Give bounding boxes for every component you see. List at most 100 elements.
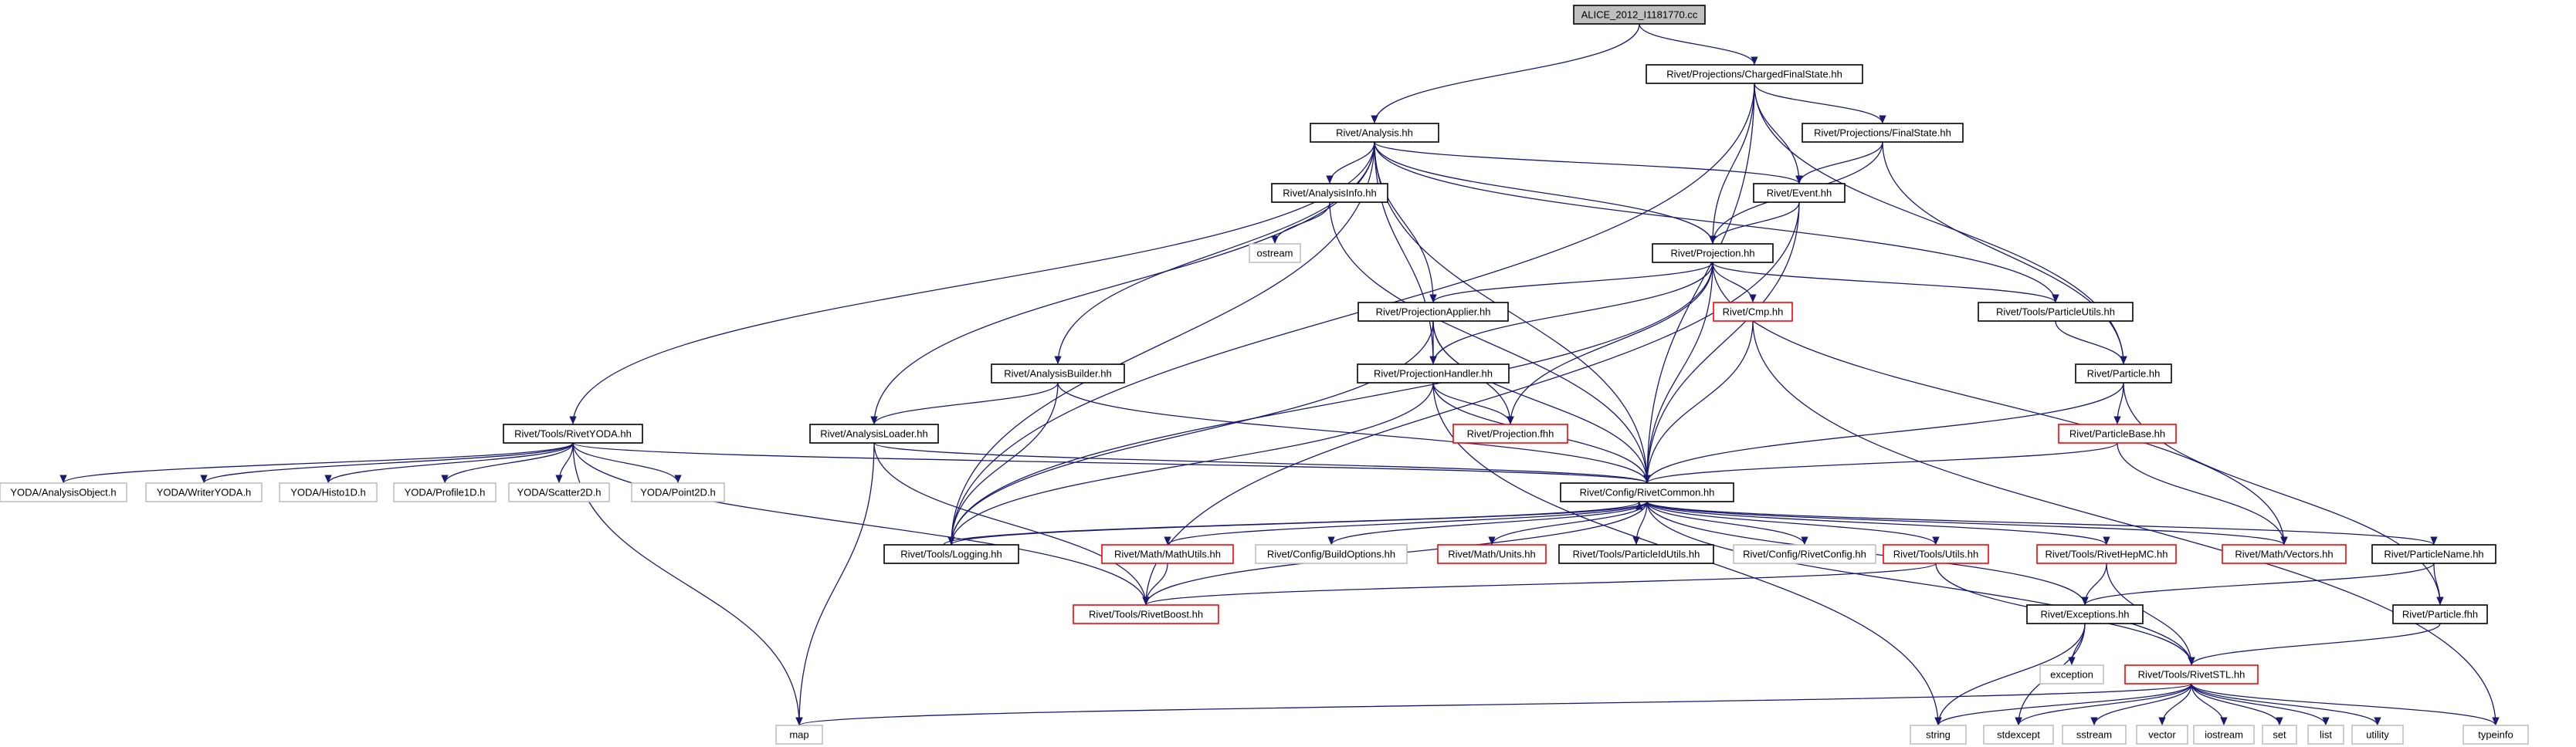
node-analysisbuilder[interactable]: Rivet/AnalysisBuilder.hh [991, 363, 1125, 384]
node-label-buildoptions: Rivet/Config/BuildOptions.hh [1267, 549, 1395, 560]
node-label-pidutils: Rivet/Tools/ParticleIdUtils.hh [1573, 549, 1700, 560]
edge-rivetstl-to-stdexcept [2015, 683, 2192, 726]
edge-particlebase-to-rivetcommon [1643, 442, 2118, 484]
edge-logging-to-rivetcommon [943, 501, 1643, 546]
node-particle[interactable]: Rivet/Particle.hh [2075, 363, 2172, 384]
node-label-finalstate: Rivet/Projections/FinalState.hh [1814, 127, 1951, 139]
edge-cmp-to-typeinfo [1752, 320, 2500, 726]
node-label-set: set [2273, 729, 2286, 741]
node-particleutils[interactable]: Rivet/Tools/ParticleUtils.hh [1978, 302, 2134, 322]
node-toolsutils[interactable]: Rivet/Tools/Utils.hh [1883, 544, 1989, 564]
node-box-rivetstl [2124, 664, 2259, 684]
node-label-root: ALICE_2012_I1181770.cc [1581, 9, 1698, 21]
node-box-mathvectors [2222, 544, 2347, 564]
edge-analysis-to-projhandler [1374, 141, 1437, 365]
node-rivetcommon[interactable]: Rivet/Config/RivetCommon.hh [1560, 482, 1734, 502]
node-sstream: sstream [2062, 725, 2127, 745]
node-box-mathutils [1101, 544, 1234, 564]
node-box-particlefhh [2392, 604, 2488, 624]
node-rivetstl[interactable]: Rivet/Tools/RivetSTL.hh [2124, 664, 2259, 684]
edge-rivetcommon-to-toolsutils [1646, 501, 1940, 546]
edge-root-to-analysis [1371, 23, 1640, 124]
node-pidutils[interactable]: Rivet/Tools/ParticleIdUtils.hh [1558, 544, 1714, 564]
node-label-yoda_s2d: YODA/Scatter2D.h [517, 487, 601, 499]
node-label-analysisbuilder: Rivet/AnalysisBuilder.hh [1004, 368, 1111, 380]
node-label-sstream: sstream [2076, 729, 2112, 741]
node-root[interactable]: ALICE_2012_I1181770.cc [1573, 5, 1706, 25]
edge-cmp-to-rivetcommon [1643, 320, 1754, 484]
edge-particle-to-rivetcommon [1643, 382, 2124, 484]
node-box-analysisloader [809, 424, 939, 444]
edge-rivetcommon-to-rivetconfig [1646, 501, 1808, 546]
node-finalstate[interactable]: Rivet/Projections/FinalState.hh [1802, 123, 1964, 143]
node-mathvectors[interactable]: Rivet/Math/Vectors.hh [2222, 544, 2347, 564]
node-particlebase[interactable]: Rivet/ParticleBase.hh [2058, 424, 2177, 444]
node-box-particlebase [2058, 424, 2177, 444]
node-particlefhh[interactable]: Rivet/Particle.fhh [2392, 604, 2488, 624]
node-box-yoda_h1d [279, 482, 378, 502]
edge-rivetstl-to-string [1934, 683, 2192, 726]
node-event[interactable]: Rivet/Event.hh [1753, 183, 1846, 203]
node-projhandler[interactable]: Rivet/ProjectionHandler.hh [1357, 363, 1510, 384]
node-label-toolsutils: Rivet/Tools/Utils.hh [1893, 549, 1979, 560]
node-rivethepmc[interactable]: Rivet/Tools/RivetHepMC.hh [2036, 544, 2177, 564]
node-box-iostream [2193, 725, 2255, 745]
node-stdexcept: stdexcept [1983, 725, 2054, 745]
node-projfhh[interactable]: Rivet/Projection.fhh [1452, 424, 1568, 444]
node-mathunits[interactable]: Rivet/Math/Units.hh [1437, 544, 1547, 564]
edge-analysis-to-event [1374, 141, 1803, 184]
node-cfs[interactable]: Rivet/Projections/ChargedFinalState.hh [1646, 64, 1863, 84]
node-box-vector [2136, 725, 2188, 745]
edge-rivetstl-to-set [2191, 683, 2283, 726]
edge-rivetstl-to-utility [2191, 683, 2381, 726]
node-yoda_s2d: YODA/Scatter2D.h [508, 482, 610, 502]
node-label-iostream: iostream [2205, 729, 2243, 741]
node-label-cmp: Rivet/Cmp.hh [1723, 306, 1784, 318]
edge-rivetcommon-to-rivethepmc [1646, 501, 2110, 546]
node-box-yoda_pt2d [631, 482, 725, 502]
edge-rivetyoda-to-yoda_pt2d [572, 442, 682, 484]
node-label-typeinfo: typeinfo [2478, 729, 2513, 741]
node-particlename[interactable]: Rivet/ParticleName.hh [2371, 544, 2496, 564]
node-projapplier[interactable]: Rivet/ProjectionApplier.hh [1357, 302, 1509, 322]
node-box-finalstate [1802, 123, 1964, 143]
edge-particlefhh-to-rivetstl [2188, 623, 2441, 666]
edge-particlename-to-exceptions [2081, 563, 2435, 606]
node-box-ostream [1249, 243, 1301, 263]
edge-rivetyoda-to-yoda_p1d [441, 442, 574, 484]
node-label-analysisloader: Rivet/AnalysisLoader.hh [820, 428, 927, 440]
node-ostream: ostream [1249, 243, 1301, 263]
node-projection[interactable]: Rivet/Projection.hh [1652, 243, 1774, 263]
node-box-yoda_ao [0, 482, 127, 502]
edge-analysis-to-analysisbuilder [1054, 141, 1375, 365]
node-label-yoda_pt2d: YODA/Point2D.h [640, 487, 716, 499]
node-label-projhandler: Rivet/ProjectionHandler.hh [1374, 368, 1493, 380]
node-rivetyoda[interactable]: Rivet/Tools/RivetYODA.hh [503, 424, 643, 444]
edge-cfs-to-projection [1709, 83, 1755, 245]
node-mathutils[interactable]: Rivet/Math/MathUtils.hh [1101, 544, 1234, 564]
edge-rivethepmc-to-rivetstl [2106, 563, 2195, 666]
node-analysis[interactable]: Rivet/Analysis.hh [1310, 123, 1439, 143]
edge-analysis-to-rivetcommon [1374, 141, 1651, 484]
node-cmp[interactable]: Rivet/Cmp.hh [1713, 302, 1793, 322]
edge-cfs-to-event [1754, 83, 1803, 184]
edge-rivetyoda-to-yoda_writer [200, 442, 574, 484]
node-label-yoda_writer: YODA/WriterYODA.h [157, 487, 252, 499]
node-box-particlename [2371, 544, 2496, 564]
edge-root-to-cfs [1639, 23, 1758, 66]
node-rivetboost[interactable]: Rivet/Tools/RivetBoost.hh [1073, 604, 1219, 624]
node-yoda_h1d: YODA/Histo1D.h [279, 482, 378, 502]
node-analysisloader[interactable]: Rivet/AnalysisLoader.hh [809, 424, 939, 444]
node-box-rivetyoda [503, 424, 643, 444]
node-box-rivetconfig [1733, 544, 1876, 564]
node-label-rivethepmc: Rivet/Tools/RivetHepMC.hh [2046, 549, 2168, 560]
node-analysisinfo[interactable]: Rivet/AnalysisInfo.hh [1271, 183, 1388, 203]
edge-particle-to-particlefhh [2123, 382, 2444, 606]
edge-rivetcommon-to-mathutils [1164, 501, 1648, 546]
node-box-projection [1652, 243, 1774, 263]
node-logging[interactable]: Rivet/Tools/Logging.hh [883, 544, 1019, 564]
node-label-map: map [789, 729, 808, 741]
node-exceptions[interactable]: Rivet/Exceptions.hh [2026, 604, 2144, 624]
node-label-mathvectors: Rivet/Math/Vectors.hh [2235, 549, 2333, 560]
